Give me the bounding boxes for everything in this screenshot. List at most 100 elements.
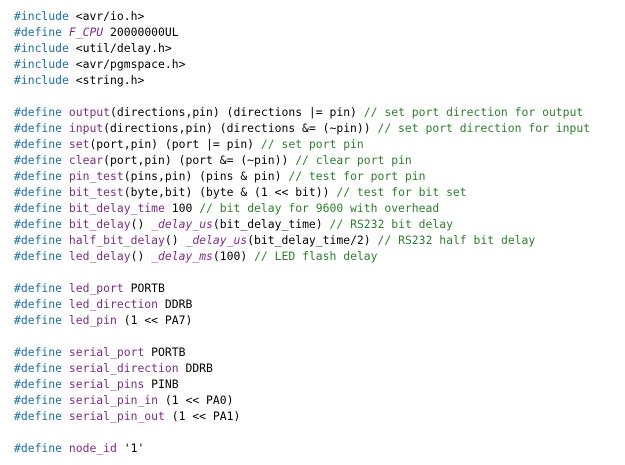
code-token: (directions,pin) (directions |= pin) [110,105,364,119]
code-token: (port,pin) (port &= (~pin)) [103,153,296,167]
code-token [62,25,69,39]
code-token [62,201,69,215]
macro-name-token: output [68,105,111,119]
identifier-token: F_CPU [68,25,104,39]
code-line: ​ [14,264,620,280]
code-token: (pins,pin) (pins & pin) [123,169,289,183]
macro-name-token: serial_direction [68,361,179,375]
directive-token: #define [14,441,63,455]
code-token [62,121,69,135]
comment-token: // test for bit set [336,185,467,199]
comment-token: // set port direction for output [363,105,584,119]
directive-token: #define [14,25,63,39]
code-token: PORTB [123,281,165,295]
code-token: <string.h> [68,73,145,87]
code-line: #define serial_pin_out (1 << PA1) [14,408,620,424]
macro-name-token: serial_pin_out [68,409,165,423]
code-token [62,185,69,199]
directive-token: #define [14,377,63,391]
code-token: DDRB [158,297,193,311]
directive-token: #include [14,9,69,23]
directive-token: #define [14,249,63,263]
code-line: #define pin_test(pins,pin) (pins & pin) … [14,168,620,184]
code-line: ​ [14,424,620,440]
macro-name-token: led_pin [68,313,117,327]
code-token: (directions,pin) (directions &= (~pin)) [103,121,378,135]
directive-token: #define [14,169,63,183]
code-token: <util/delay.h> [68,41,172,55]
directive-token: #define [14,297,63,311]
code-line: #define led_pin (1 << PA7) [14,312,620,328]
macro-name-token: serial_pin_in [68,393,159,407]
code-line: #include <avr/io.h> [14,8,620,24]
comment-token: // RS232 bit delay [329,217,453,231]
code-token [62,441,69,455]
code-token [62,345,69,359]
comment-token: // test for port pin [288,169,426,183]
macro-name-token: half_bit_delay [68,233,165,247]
macro-name-token: bit_delay [68,217,131,231]
identifier-token: _delay_ms [151,249,213,263]
code-token [62,297,69,311]
code-token [62,169,69,183]
code-line: ​ [14,88,620,104]
code-token: (bit_delay_time) [212,217,330,231]
comment-token: // bit delay for 9600 with overhead [199,201,440,215]
code-line: #define serial_pin_in (1 << PA0) [14,392,620,408]
code-line: #define led_delay() _delay_ms(100) // LE… [14,248,620,264]
macro-name-token: set [68,137,90,151]
macro-name-token: bit_test [68,185,124,199]
code-line: #define input(directions,pin) (direction… [14,120,620,136]
code-token: (1 << PA1) [164,409,241,423]
comment-token: // clear port pin [295,153,412,167]
macro-name-token: node_id [68,441,117,455]
macro-name-token: serial_pins [68,377,145,391]
identifier-token: _delay_us [151,217,213,231]
code-token: (1 << PA0) [158,393,234,407]
code-line: #define output(directions,pin) (directio… [14,104,620,120]
code-line: #define bit_test(byte,bit) (byte & (1 <<… [14,184,620,200]
code-line: #define serial_direction DDRB [14,360,620,376]
code-token: '1' [116,441,145,455]
code-token: <avr/pgmspace.h> [68,57,186,71]
code-token [62,217,69,231]
directive-token: #define [14,313,63,327]
code-token: <avr/io.h> [68,9,145,23]
code-token [62,409,69,423]
code-token: () [130,249,152,263]
code-token [62,105,69,119]
directive-token: #define [14,217,63,231]
code-token: PORTB [144,345,186,359]
code-token [62,361,69,375]
directive-token: #define [14,345,63,359]
code-line: #define F_CPU 20000000UL [14,24,620,40]
macro-name-token: input [68,121,104,135]
comment-token: // LED flash delay [254,249,378,263]
code-token [62,153,69,167]
code-token: DDRB [178,361,213,375]
code-token: () [164,233,186,247]
directive-token: #define [14,153,63,167]
directive-token: #include [14,73,69,87]
code-line: #define half_bit_delay() _delay_us(bit_d… [14,232,620,248]
code-token [62,137,69,151]
macro-name-token: clear [68,153,104,167]
code-editor[interactable]: #include <avr/io.h>#define F_CPU 2000000… [14,8,620,456]
code-line: #include <string.h> [14,72,620,88]
macro-name-token: led_delay [68,249,131,263]
macro-name-token: serial_port [68,345,145,359]
directive-token: #define [14,201,63,215]
code-token [62,281,69,295]
code-line: #define led_direction DDRB [14,296,620,312]
macro-name-token: led_port [68,281,124,295]
directive-token: #define [14,185,63,199]
code-line: #include <avr/pgmspace.h> [14,56,620,72]
code-token [62,393,69,407]
code-line: #define led_port PORTB [14,280,620,296]
macro-name-token: bit_delay_time [68,201,165,215]
comment-token: // set port direction for input [377,121,591,135]
code-token: 100 [164,201,200,215]
code-token [62,313,69,327]
directive-token: #define [14,409,63,423]
macro-name-token: led_direction [68,297,159,311]
